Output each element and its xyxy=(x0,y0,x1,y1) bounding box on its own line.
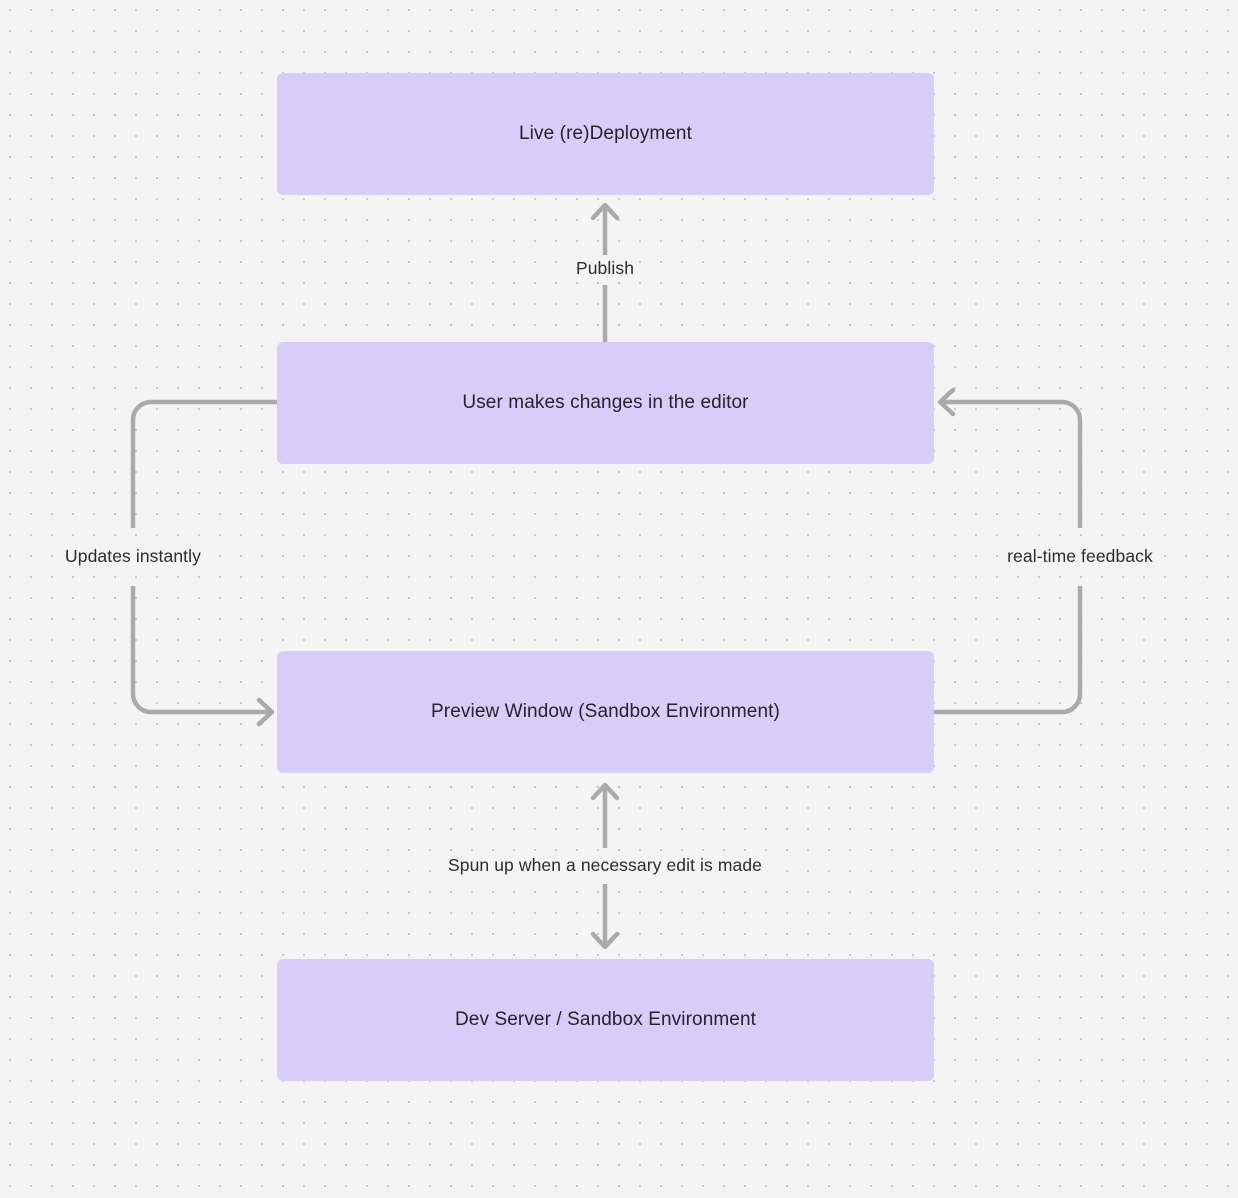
arrowhead-up-publish xyxy=(590,202,620,221)
node-label-user-edits: User makes changes in the editor xyxy=(462,391,749,413)
node-preview-window[interactable]: Preview Window (Sandbox Environment) xyxy=(277,651,934,773)
node-label-dev-server: Dev Server / Sandbox Environment xyxy=(454,1008,756,1030)
node-label-live-deployment: Live (re)Deployment xyxy=(519,122,692,144)
node-dev-server[interactable]: Dev Server / Sandbox Environment xyxy=(277,959,934,1081)
node-live-deployment[interactable]: Live (re)Deployment xyxy=(277,73,934,195)
arrowhead-down-spun xyxy=(590,931,620,950)
edge-label-publish: Publish xyxy=(570,257,640,281)
arrowhead-right-updates xyxy=(256,697,275,727)
edge-label-spun-up: Spun up when a necessary edit is made xyxy=(442,854,768,878)
edge-label-updates-instantly: Updates instantly xyxy=(60,545,206,569)
node-label-preview-window: Preview Window (Sandbox Environment) xyxy=(431,700,780,722)
edge-label-real-time-feedback: real-time feedback xyxy=(1002,545,1158,569)
arrowhead-up-spun xyxy=(590,782,620,801)
arrowhead-left-feedback xyxy=(937,387,956,417)
node-user-edits[interactable]: User makes changes in the editor xyxy=(277,342,934,464)
